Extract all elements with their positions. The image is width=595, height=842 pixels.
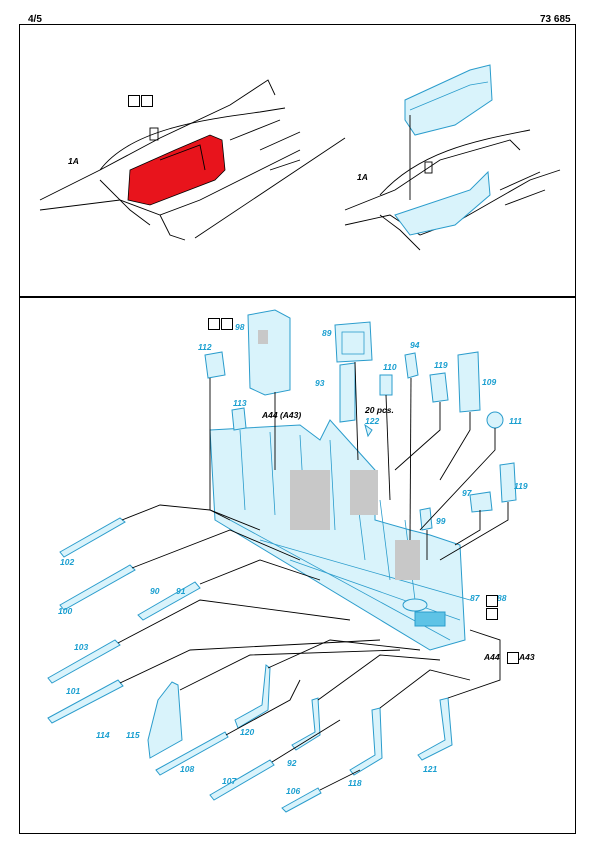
label-97: 97 bbox=[462, 488, 472, 498]
product-code: 73 685 bbox=[540, 14, 571, 25]
symbol-box bbox=[507, 652, 519, 664]
part-112 bbox=[204, 351, 226, 379]
label-122: 122 bbox=[365, 416, 380, 426]
label-100: 100 bbox=[58, 606, 73, 616]
label-107: 107 bbox=[222, 776, 237, 786]
label-121: 121 bbox=[423, 764, 438, 774]
symbol-box bbox=[486, 595, 498, 607]
label-1a-left: 1A bbox=[68, 156, 79, 166]
label-20-pcs: 20 pcs. bbox=[365, 405, 394, 415]
part-122 bbox=[364, 423, 373, 438]
top-panel bbox=[19, 24, 576, 297]
part-108 bbox=[155, 731, 229, 776]
part-119b bbox=[499, 462, 517, 503]
label-99: 99 bbox=[436, 516, 446, 526]
panel-divider bbox=[194, 137, 346, 239]
part-94 bbox=[404, 352, 419, 379]
gray-fill-c bbox=[395, 540, 420, 580]
label-89: 89 bbox=[322, 328, 332, 338]
label-111: 111 bbox=[509, 416, 522, 426]
label-a44-a43: A44 (A43) bbox=[262, 410, 302, 420]
part-109 bbox=[457, 351, 481, 413]
part-114-115 bbox=[147, 681, 183, 759]
label-91: 91 bbox=[176, 586, 186, 596]
label-87: 87 bbox=[470, 593, 480, 603]
label-101: 101 bbox=[66, 686, 81, 696]
label-a44: A44 bbox=[484, 652, 500, 662]
symbol-box bbox=[141, 95, 153, 107]
part-107 bbox=[209, 759, 275, 801]
label-94: 94 bbox=[410, 340, 420, 350]
part-90-91 bbox=[137, 581, 201, 621]
label-98: 98 bbox=[235, 322, 245, 332]
label-114: 114 bbox=[96, 730, 110, 740]
cockpit-left-drawing bbox=[39, 79, 301, 241]
label-118: 118 bbox=[348, 778, 362, 788]
leader-lines bbox=[117, 361, 509, 791]
part-93 bbox=[339, 362, 356, 423]
label-93: 93 bbox=[315, 378, 325, 388]
part-99 bbox=[419, 507, 433, 531]
cockpit-right-drawing bbox=[344, 64, 561, 251]
label-119a: 119 bbox=[434, 360, 448, 370]
symbol-box bbox=[208, 318, 220, 330]
label-106: 106 bbox=[286, 786, 301, 796]
main-assembly-drawing bbox=[209, 419, 471, 651]
label-112: 112 bbox=[198, 342, 212, 352]
part-110 bbox=[379, 374, 393, 396]
label-90: 90 bbox=[150, 586, 160, 596]
red-seat-part bbox=[127, 134, 226, 206]
symbol-box bbox=[486, 608, 498, 620]
part-119a bbox=[429, 372, 449, 403]
gray-fill-b bbox=[350, 470, 378, 515]
symbol-box bbox=[128, 95, 140, 107]
label-113: 113 bbox=[233, 398, 247, 408]
label-88: 88 bbox=[497, 593, 507, 603]
label-1a-right: 1A bbox=[357, 172, 368, 182]
part-101 bbox=[47, 679, 124, 724]
bottom-panel bbox=[19, 297, 576, 834]
label-120: 120 bbox=[240, 727, 255, 737]
symbol-box bbox=[221, 318, 233, 330]
part-103 bbox=[47, 639, 121, 684]
page-number: 4/5 bbox=[28, 14, 42, 25]
parts-bottom bbox=[47, 517, 453, 813]
label-110: 110 bbox=[383, 362, 397, 372]
label-a43: A43 bbox=[519, 652, 535, 662]
part-97 bbox=[469, 491, 493, 513]
part-100 bbox=[59, 564, 136, 611]
label-109: 109 bbox=[482, 377, 497, 387]
label-108: 108 bbox=[180, 764, 195, 774]
parts-top bbox=[204, 309, 517, 531]
label-92: 92 bbox=[287, 758, 297, 768]
label-115: 115 bbox=[126, 730, 140, 740]
label-119b: 119 bbox=[514, 481, 528, 491]
label-103: 103 bbox=[74, 642, 89, 652]
part-113 bbox=[231, 407, 247, 431]
part-102 bbox=[59, 517, 126, 558]
label-102: 102 bbox=[60, 557, 75, 567]
gray-fill-a bbox=[290, 470, 330, 530]
part-106 bbox=[281, 787, 322, 813]
